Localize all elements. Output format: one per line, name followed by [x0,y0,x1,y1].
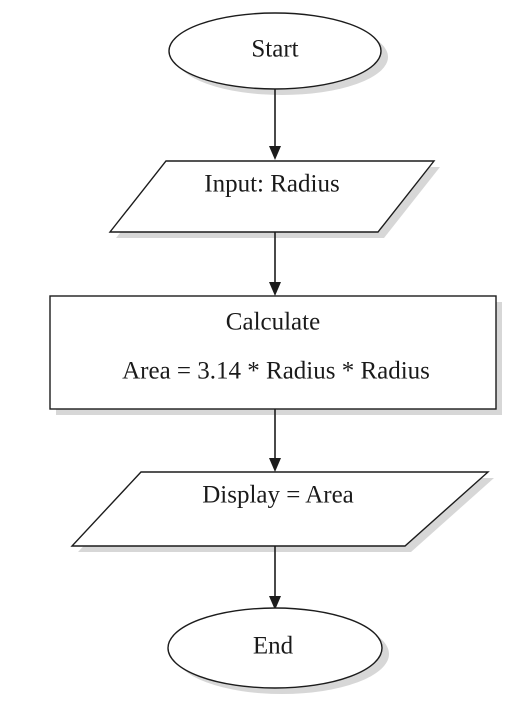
process-formula: Area = 3.14 * Radius * Radius [122,358,430,385]
end-node: End [167,607,389,694]
connector-input-to-process [269,232,281,296]
process-title: Calculate [226,309,320,336]
input-label: Input: Radius [204,171,339,198]
end-label: End [253,633,294,660]
connector-start-to-input [269,89,281,160]
input-node: Input: Radius [108,160,440,238]
connector-output-to-end [269,546,281,610]
start-label: Start [251,36,298,63]
connector-process-to-output [269,409,281,472]
process-node: Calculate Area = 3.14 * Radius * Radius [49,295,502,415]
start-node: Start [168,12,388,95]
output-label: Display = Area [202,482,354,509]
output-node: Display = Area [70,471,494,552]
